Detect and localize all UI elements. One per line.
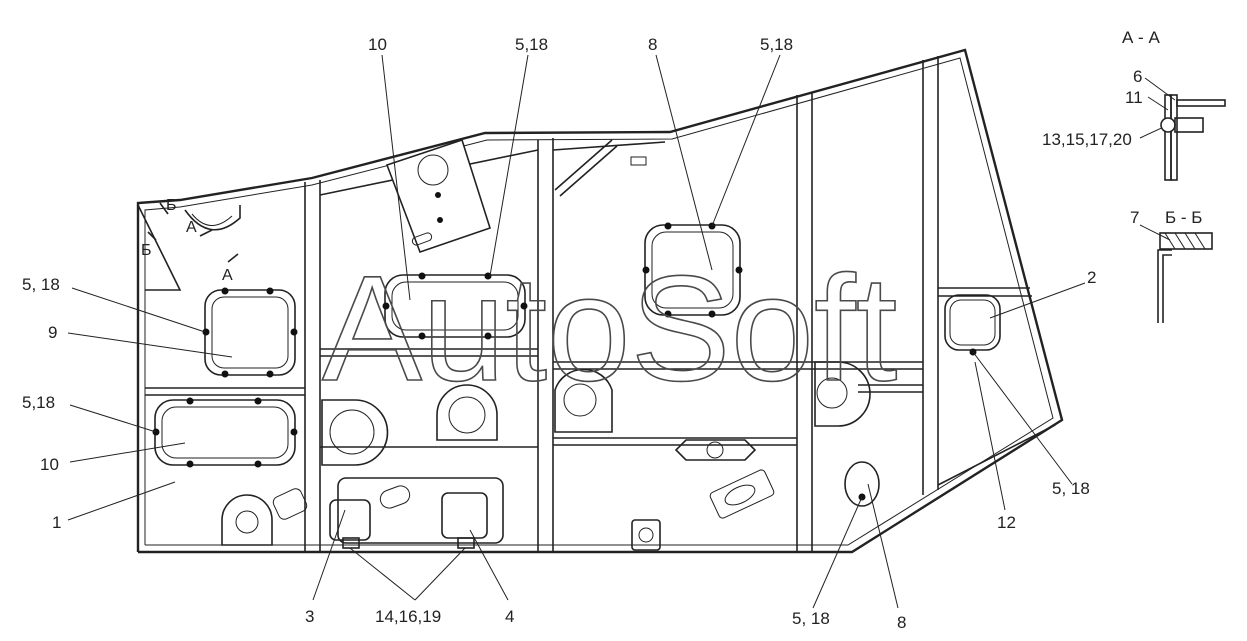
callout-8-bottom: 8 (897, 613, 906, 632)
component-boxes (329, 477, 504, 549)
detail-label-6: 6 (1133, 67, 1142, 86)
detail-label-7: 7 (1130, 208, 1139, 227)
callout-5-18-b: 5,18 (760, 35, 793, 54)
callout-10-top: 10 (368, 35, 387, 54)
callout-4: 4 (505, 607, 514, 626)
detail-b-b: Б - Б 7 (1130, 208, 1213, 323)
callout-3: 3 (305, 607, 314, 626)
callout-10-left: 10 (40, 455, 59, 474)
slanted-bracket (554, 139, 647, 197)
callout-5-18-a: 5,18 (515, 35, 548, 54)
callout-9: 9 (48, 323, 57, 342)
callout-8-top: 8 (648, 35, 657, 54)
panel-outline (136, 48, 1064, 554)
watermark: AutoSoft (322, 244, 897, 412)
callout-5-18-right: 5, 18 (1052, 479, 1090, 498)
hinge-plate (385, 138, 491, 254)
hatch-8-bottom (844, 461, 880, 507)
callout-2: 2 (1087, 268, 1096, 287)
callout-labels: 10 5,18 8 5,18 5, 18 9 5,18 10 1 2 5, 18… (22, 35, 1096, 632)
hatch-2 (944, 294, 1001, 351)
round-features (221, 361, 871, 551)
section-markers: Б Б А А (141, 197, 239, 284)
hatch-9 (204, 289, 296, 376)
detail-label-13-15-17-20: 13,15,17,20 (1042, 130, 1132, 149)
hatch-10-left (154, 399, 296, 466)
detail-a-a: А - А 6 11 13,15,17,20 (1042, 28, 1226, 181)
callout-5-18-left2: 5,18 (22, 393, 55, 412)
section-mark-a2: А (222, 267, 233, 284)
top-left-arch (137, 204, 241, 291)
leader-lines (67, 54, 1086, 609)
section-mark-b2: Б (141, 242, 152, 259)
detail-b-b-title: Б - Б (1165, 208, 1202, 227)
callout-1: 1 (52, 513, 61, 532)
callout-14-16-19: 14,16,19 (375, 607, 441, 626)
detail-a-a-title: А - А (1122, 28, 1160, 47)
callout-5-18-left1: 5, 18 (22, 275, 60, 294)
frame-members (145, 56, 1056, 552)
detail-label-11: 11 (1125, 88, 1143, 107)
section-mark-a: А (186, 219, 197, 236)
callout-12: 12 (997, 513, 1016, 532)
section-mark-b: Б (166, 197, 177, 214)
callout-5-18-bottom: 5, 18 (792, 609, 830, 628)
